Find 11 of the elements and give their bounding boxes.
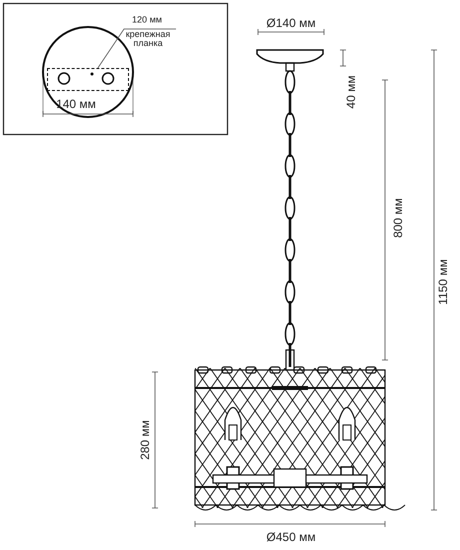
leader-line bbox=[97, 28, 176, 68]
dimension-label: Ø140 мм bbox=[266, 17, 316, 29]
dimension-label: 40 мм bbox=[345, 75, 357, 109]
dimension-label: 120 мм bbox=[132, 16, 162, 24]
dimension-label: 800 мм bbox=[392, 198, 404, 238]
dimension-label: 1150 мм bbox=[437, 259, 449, 305]
callout-text: крепежная планка bbox=[122, 30, 174, 52]
dimension-label: Ø450 мм bbox=[266, 531, 316, 543]
dimension-label: 280 мм bbox=[139, 420, 151, 460]
dimension-label: 140 мм bbox=[56, 98, 96, 110]
mounting-bar bbox=[47, 68, 129, 91]
